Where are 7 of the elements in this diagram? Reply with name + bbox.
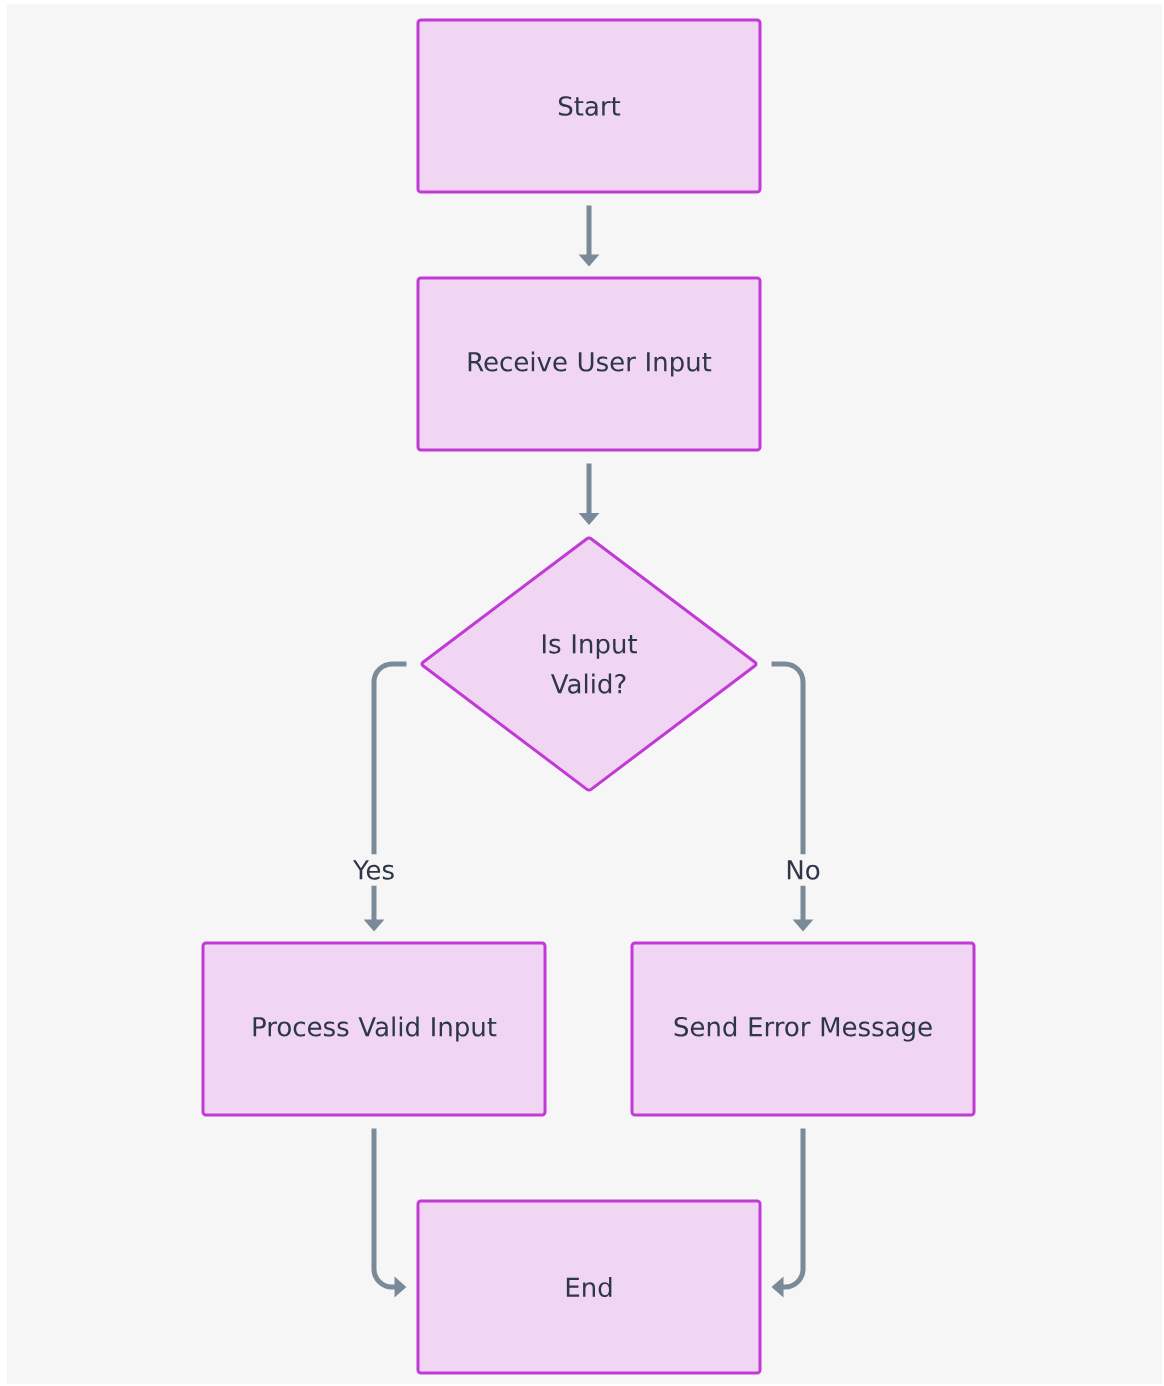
process-box: End bbox=[416, 1199, 762, 1375]
process-box: Start bbox=[416, 18, 762, 194]
process-box: Send Error Message bbox=[630, 941, 976, 1117]
process-box: Receive User Input bbox=[416, 276, 762, 452]
edge-label: Yes bbox=[347, 854, 401, 886]
process-box: Process Valid Input bbox=[201, 941, 547, 1117]
edge-label: No bbox=[779, 854, 827, 886]
